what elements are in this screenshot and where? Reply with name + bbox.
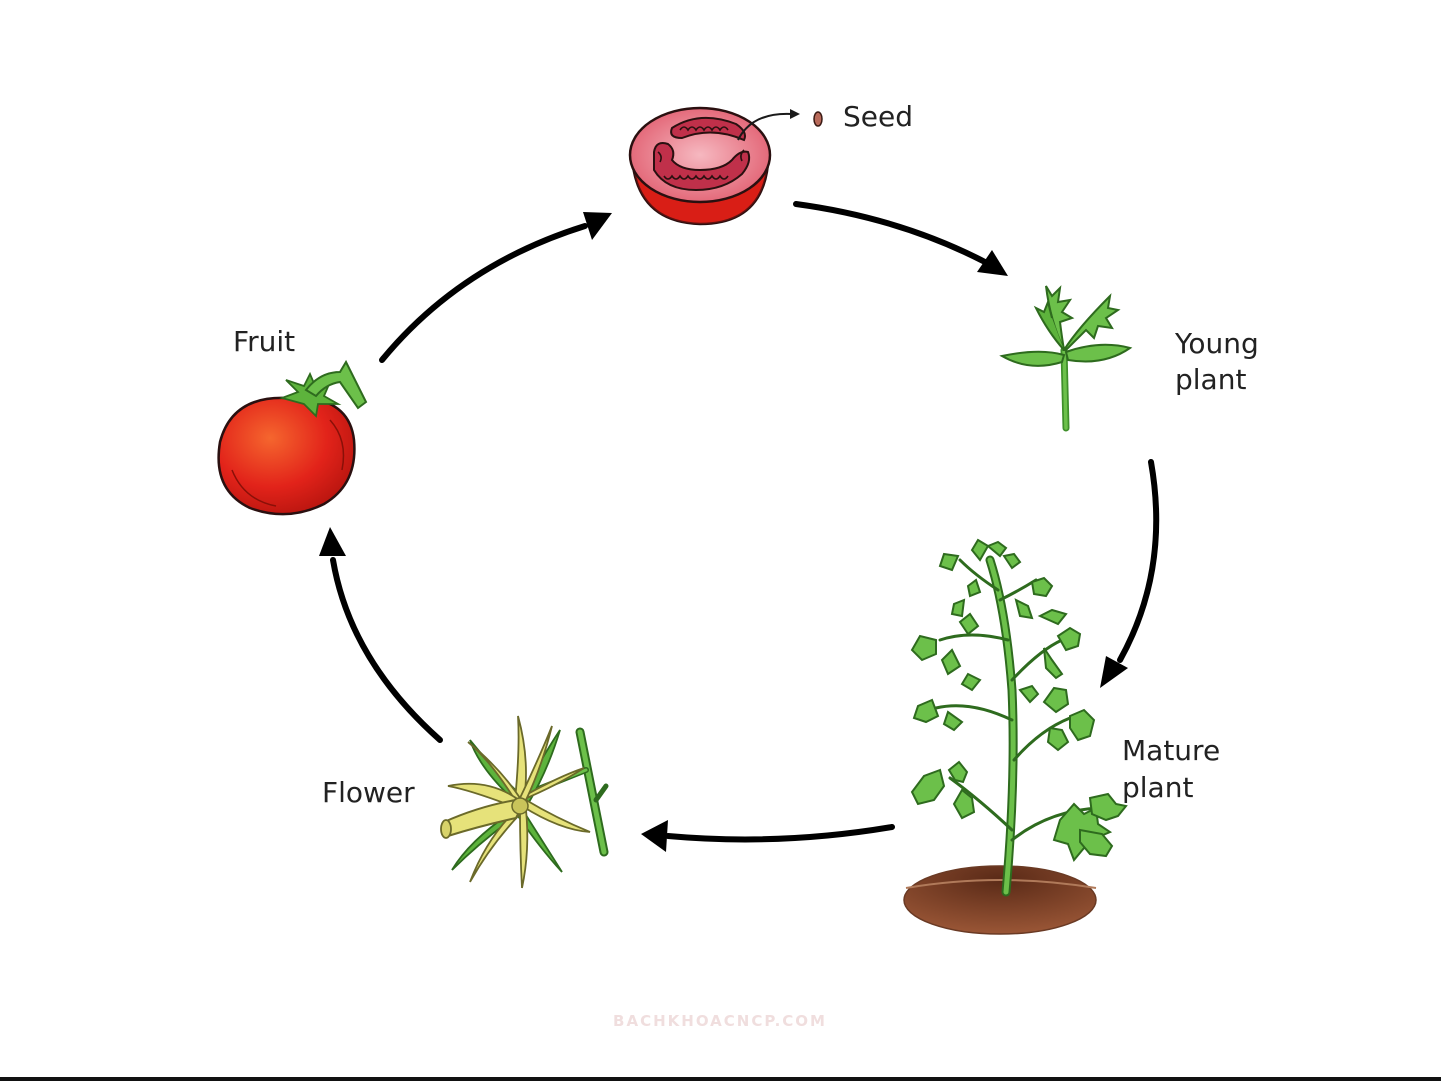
arrow-flower-to-fruit xyxy=(319,527,440,740)
mature-plant-label-line1: Mature xyxy=(1122,734,1220,767)
tomato-fruit-icon xyxy=(219,362,366,514)
young-plant-label-line1: Young xyxy=(1174,327,1259,360)
seed-stage-illustration xyxy=(630,108,822,224)
flower-label: Flower xyxy=(322,776,415,809)
seed-label: Seed xyxy=(843,100,913,133)
arrow-seed-to-young-plant xyxy=(796,204,1008,276)
soil-icon xyxy=(904,866,1096,934)
seed-pointer-arrowhead xyxy=(790,109,800,119)
mature-plant-label-line2: plant xyxy=(1122,771,1193,804)
flower-icon xyxy=(441,716,606,888)
seed-icon xyxy=(814,112,822,126)
fruit-label: Fruit xyxy=(233,325,295,358)
arrow-mature-plant-to-flower xyxy=(641,820,892,852)
young-plant-label-line2: plant xyxy=(1175,363,1246,396)
bottom-border xyxy=(0,1077,1441,1081)
arrow-fruit-to-seed xyxy=(382,212,612,360)
mature-plant-icon xyxy=(904,540,1126,934)
watermark: BACHKHOACNCP.COM xyxy=(520,1012,920,1030)
arrow-young-to-mature-plant xyxy=(1100,462,1156,688)
seedling-icon xyxy=(1002,286,1130,428)
